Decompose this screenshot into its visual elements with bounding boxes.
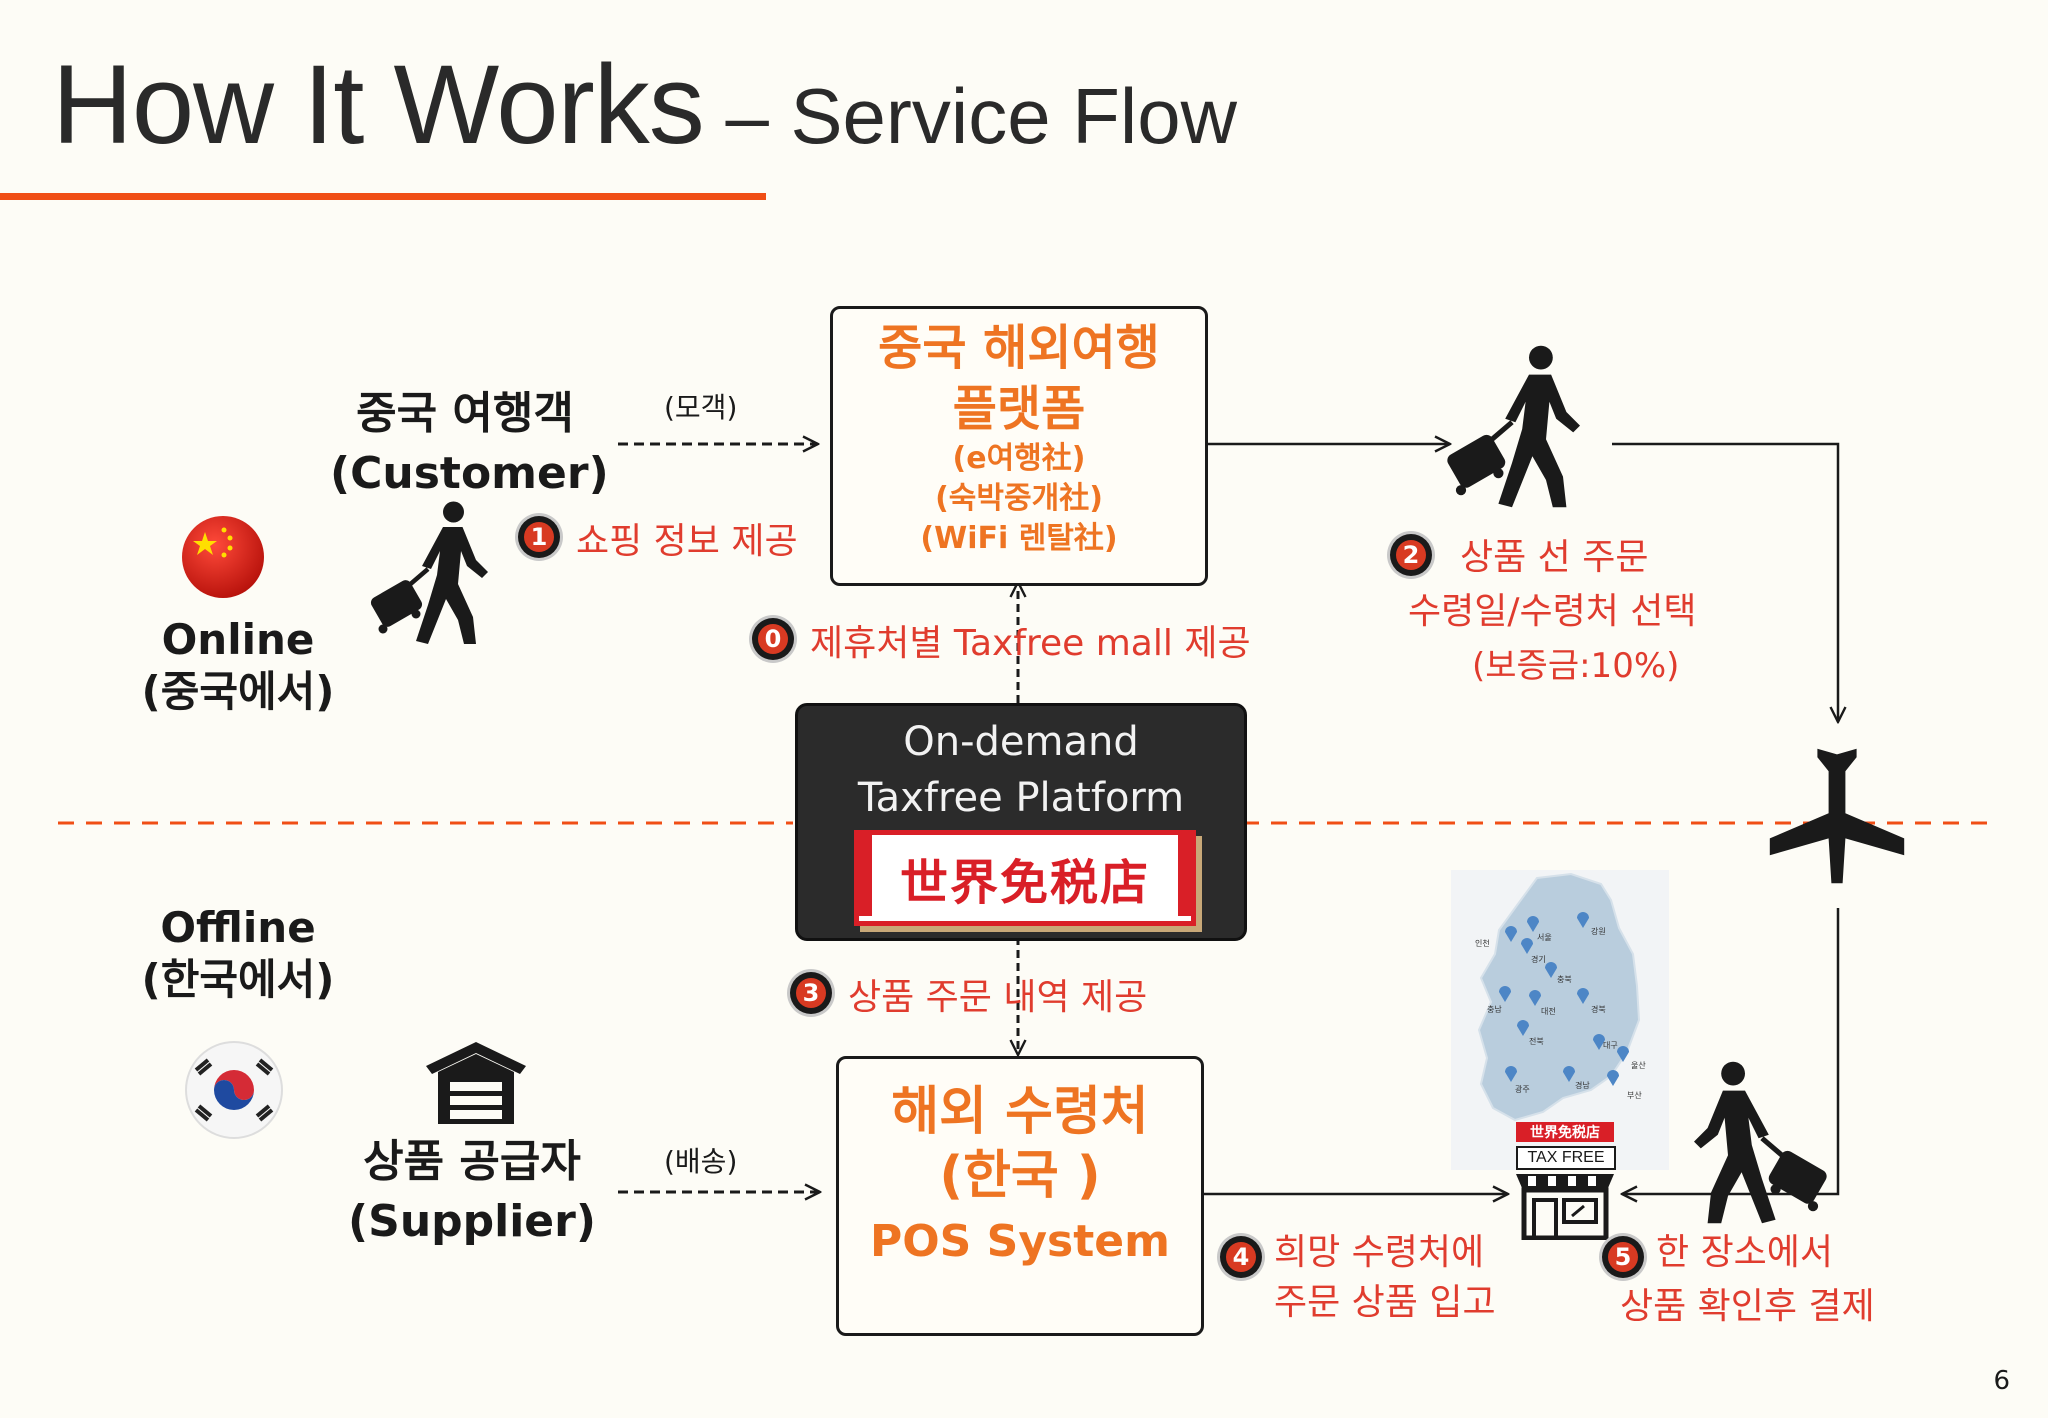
receiving-country: (한국 ) xyxy=(939,1146,1101,1206)
supplier-name: 상품 공급자 xyxy=(363,1136,581,1187)
svg-text:경북: 경북 xyxy=(1591,1004,1606,1014)
plane-to-store-arrow xyxy=(1622,908,1840,1194)
svg-text:대구: 대구 xyxy=(1603,1041,1618,1050)
step-4-line-2: 주문 상품 입고 xyxy=(1274,1282,1496,1323)
world-dutyfree-logo: 世界免税店 xyxy=(854,830,1196,926)
supplier-arrow-label: (배송) xyxy=(664,1145,738,1178)
page-title: How It Works – Service Flow xyxy=(52,40,1237,169)
step-2-line-1: 상품 선 주문 xyxy=(1460,537,1649,578)
step-4-badge: 4 xyxy=(1220,1236,1262,1278)
svg-text:서울: 서울 xyxy=(1537,933,1552,942)
svg-text:충북: 충북 xyxy=(1557,975,1572,984)
step-2-badge: 2 xyxy=(1390,534,1432,576)
step-1-badge: 1 xyxy=(518,516,560,558)
platform-line-1: On-demand xyxy=(903,719,1139,765)
supplier-en: (Supplier) xyxy=(348,1196,596,1247)
step-2-line-2: 수령일/수령처 선택 xyxy=(1408,591,1697,632)
svg-text:인천: 인천 xyxy=(1475,938,1490,948)
customer-name: 중국 여행객 xyxy=(356,388,574,439)
traveler-icon-top xyxy=(1447,345,1580,508)
step-4-text: 희망 수령처에 주문 상품 입고 xyxy=(1274,1228,1496,1328)
online-sub: (중국에서) xyxy=(141,667,335,716)
travel-platform-partner-1: (e여행社) xyxy=(952,441,1086,476)
offline-sub: (한국에서) xyxy=(141,955,335,1004)
svg-text:대전: 대전 xyxy=(1541,1006,1556,1016)
step-2-line-3: (보증금:10%) xyxy=(1472,646,1680,686)
store-sign: TAX FREE xyxy=(1516,1146,1616,1170)
step-5-line-2: 상품 확인후 결제 xyxy=(1620,1286,1875,1327)
step-5-line-1: 한 장소에서 xyxy=(1656,1232,1834,1273)
travel-platform-partner-2: (숙박중개社) xyxy=(935,481,1103,516)
step-3-text: 상품 주문 내역 제공 xyxy=(848,977,1148,1018)
travel-platform-box: 중국 해외여행 플랫폼 (e여행社) (숙박중개社) (WiFi 렌탈社) xyxy=(830,306,1208,586)
traveler-icon-bottom xyxy=(1694,1061,1827,1224)
svg-text:부산: 부산 xyxy=(1627,1090,1642,1100)
step-0-badge: 0 xyxy=(752,618,794,660)
online-title: Online xyxy=(161,615,315,664)
page-number: 6 xyxy=(1993,1366,2010,1396)
travel-platform-partner-3: (WiFi 렌탈社) xyxy=(920,521,1118,556)
travel-platform-title: 중국 해외여행 xyxy=(878,320,1160,376)
customer-en: (Customer) xyxy=(330,448,609,499)
svg-text:경기: 경기 xyxy=(1531,954,1546,964)
offline-title: Offline xyxy=(160,903,316,952)
online-label: Online (중국에서) xyxy=(118,614,358,718)
svg-text:경남: 경남 xyxy=(1575,1080,1590,1090)
supplier-label: 상품 공급자 (Supplier) xyxy=(332,1132,612,1252)
traveler-icon xyxy=(370,501,488,644)
step-4-line-1: 희망 수령처에 xyxy=(1274,1232,1485,1273)
svg-text:울산: 울산 xyxy=(1631,1060,1646,1070)
title-underline xyxy=(0,193,766,200)
svg-text:강원: 강원 xyxy=(1591,926,1606,936)
svg-text:광주: 광주 xyxy=(1515,1084,1530,1094)
svg-text:충남: 충남 xyxy=(1487,1005,1502,1014)
step-5-badge: 5 xyxy=(1602,1236,1644,1278)
store-building-icon xyxy=(1516,1174,1614,1240)
korea-flag-icon xyxy=(185,1041,283,1139)
china-flag-icon xyxy=(182,516,264,598)
offline-label: Offline (한국에서) xyxy=(118,902,358,1006)
receiving-title: 해외 수령처 xyxy=(891,1082,1149,1142)
store-brand: 世界免税店 xyxy=(1516,1122,1614,1142)
store-icon: 世界免税店 TAX FREE xyxy=(1512,1122,1618,1240)
on-demand-platform-box: On-demand Taxfree Platform 世界免税店 xyxy=(795,703,1247,941)
customer-label: 중국 여행객 (Customer) xyxy=(330,384,609,504)
warehouse-icon xyxy=(426,1042,526,1124)
customer-arrow-label: (모객) xyxy=(664,391,738,424)
title-sub: – Service Flow xyxy=(703,72,1237,160)
receiving-pos: POS System xyxy=(870,1216,1170,1267)
platform-line-2: Taxfree Platform xyxy=(857,775,1185,821)
step-1-text: 쇼핑 정보 제공 xyxy=(576,521,798,562)
step-3-badge: 3 xyxy=(790,972,832,1014)
traveler-to-plane-arrow xyxy=(1612,442,1838,722)
step-0-text: 제휴처별 Taxfree mall 제공 xyxy=(810,623,1251,664)
travel-platform-subtitle: 플랫폼 xyxy=(952,381,1086,437)
svg-text:전북: 전북 xyxy=(1529,1036,1544,1046)
receiving-location-box: 해외 수령처 (한국 ) POS System xyxy=(836,1056,1204,1336)
airplane-icon xyxy=(1769,748,1905,884)
title-main: How It Works xyxy=(52,42,705,167)
